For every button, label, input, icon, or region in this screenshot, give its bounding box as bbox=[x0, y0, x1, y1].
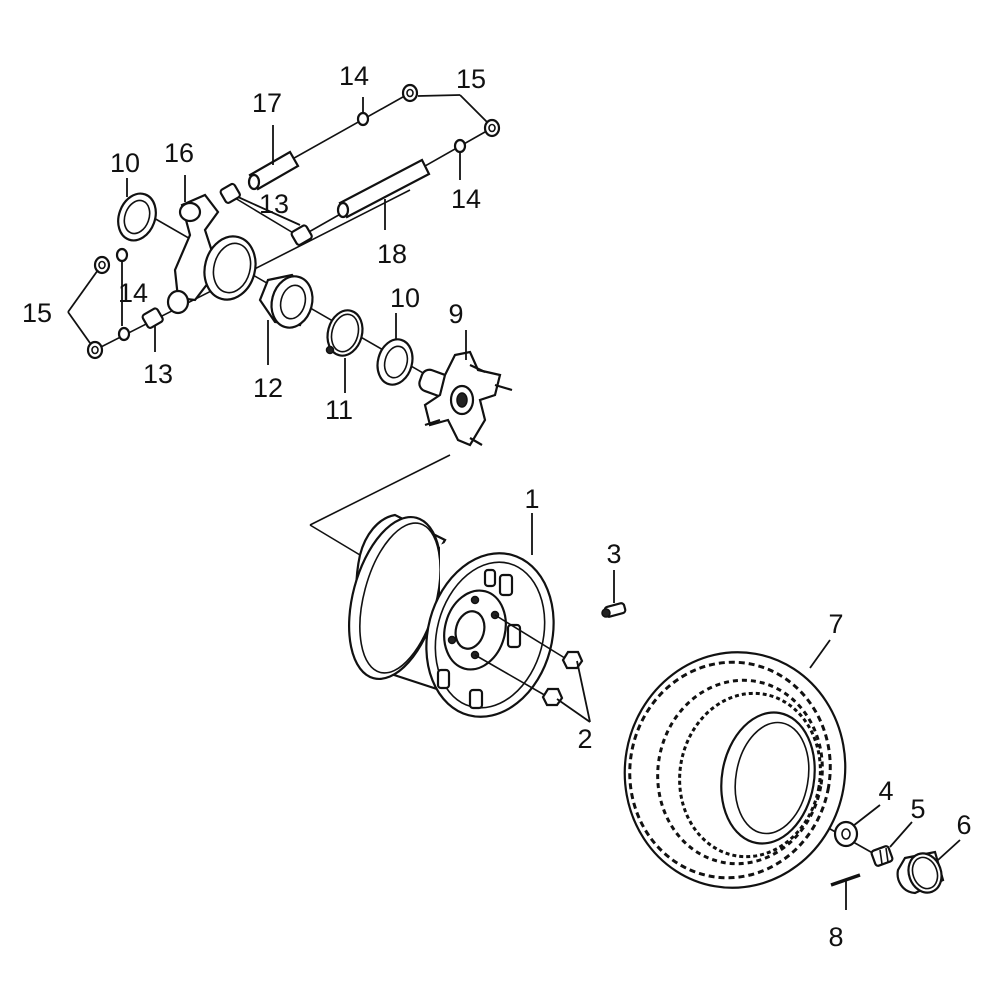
callout-11: 11 bbox=[325, 395, 353, 425]
callout-5: 5 bbox=[910, 794, 925, 824]
callout-8: 8 bbox=[828, 922, 843, 952]
bushing-13-upper bbox=[219, 182, 241, 204]
washer-15-right-bottom bbox=[483, 118, 501, 138]
callout-9: 9 bbox=[448, 299, 463, 329]
wheel-hub-9 bbox=[418, 350, 513, 447]
washer-4 bbox=[833, 820, 859, 848]
hub-cap-6 bbox=[896, 850, 945, 895]
callout-6: 6 bbox=[956, 810, 971, 840]
knuckle-16 bbox=[166, 193, 257, 315]
callout-3: 3 bbox=[606, 539, 621, 569]
pin-17 bbox=[247, 150, 300, 191]
callout-4: 4 bbox=[878, 776, 893, 806]
oil-seal-10-upper bbox=[117, 192, 157, 242]
castle-nut-5 bbox=[870, 845, 894, 867]
circlip-11 bbox=[325, 309, 364, 357]
callout-17: 17 bbox=[252, 88, 282, 118]
callout-12: 12 bbox=[253, 373, 283, 403]
washer-15-left-bottom bbox=[86, 340, 104, 360]
callout-15-left: 15 bbox=[22, 298, 52, 328]
valve-stem-3 bbox=[601, 602, 627, 618]
bearing-12 bbox=[258, 273, 314, 329]
callout-1: 1 bbox=[524, 484, 539, 514]
callout-14-right: 14 bbox=[451, 184, 481, 214]
rim-1 bbox=[347, 513, 555, 718]
lug-nuts-2 bbox=[474, 614, 584, 707]
callout-2: 2 bbox=[577, 724, 592, 754]
callout-10-upper: 10 bbox=[110, 148, 140, 178]
callout-10-lower: 10 bbox=[390, 283, 420, 313]
callout-7: 7 bbox=[828, 609, 843, 639]
callout-13-lower: 13 bbox=[143, 359, 173, 389]
o-ring-14-top bbox=[356, 111, 370, 127]
leader-lines bbox=[67, 94, 961, 910]
bushing-13-mid bbox=[290, 224, 313, 246]
callout-13-upper: 13 bbox=[259, 189, 289, 219]
callout-15-right: 15 bbox=[456, 64, 486, 94]
oil-seal-10-lower bbox=[376, 338, 414, 386]
o-ring-14-left-top bbox=[115, 247, 129, 263]
washer-15-right-top bbox=[401, 83, 419, 103]
bushing-13-lower bbox=[141, 307, 164, 329]
washer-15-left-top bbox=[93, 255, 111, 275]
pin-18 bbox=[336, 158, 431, 219]
callout-14-top: 14 bbox=[339, 61, 369, 91]
callout-16: 16 bbox=[164, 138, 194, 168]
tire-7 bbox=[623, 651, 847, 889]
o-ring-14-left-bottom bbox=[117, 326, 131, 342]
callout-18: 18 bbox=[377, 239, 407, 269]
o-ring-14-right bbox=[453, 138, 467, 154]
callout-14-left: 14 bbox=[118, 278, 148, 308]
